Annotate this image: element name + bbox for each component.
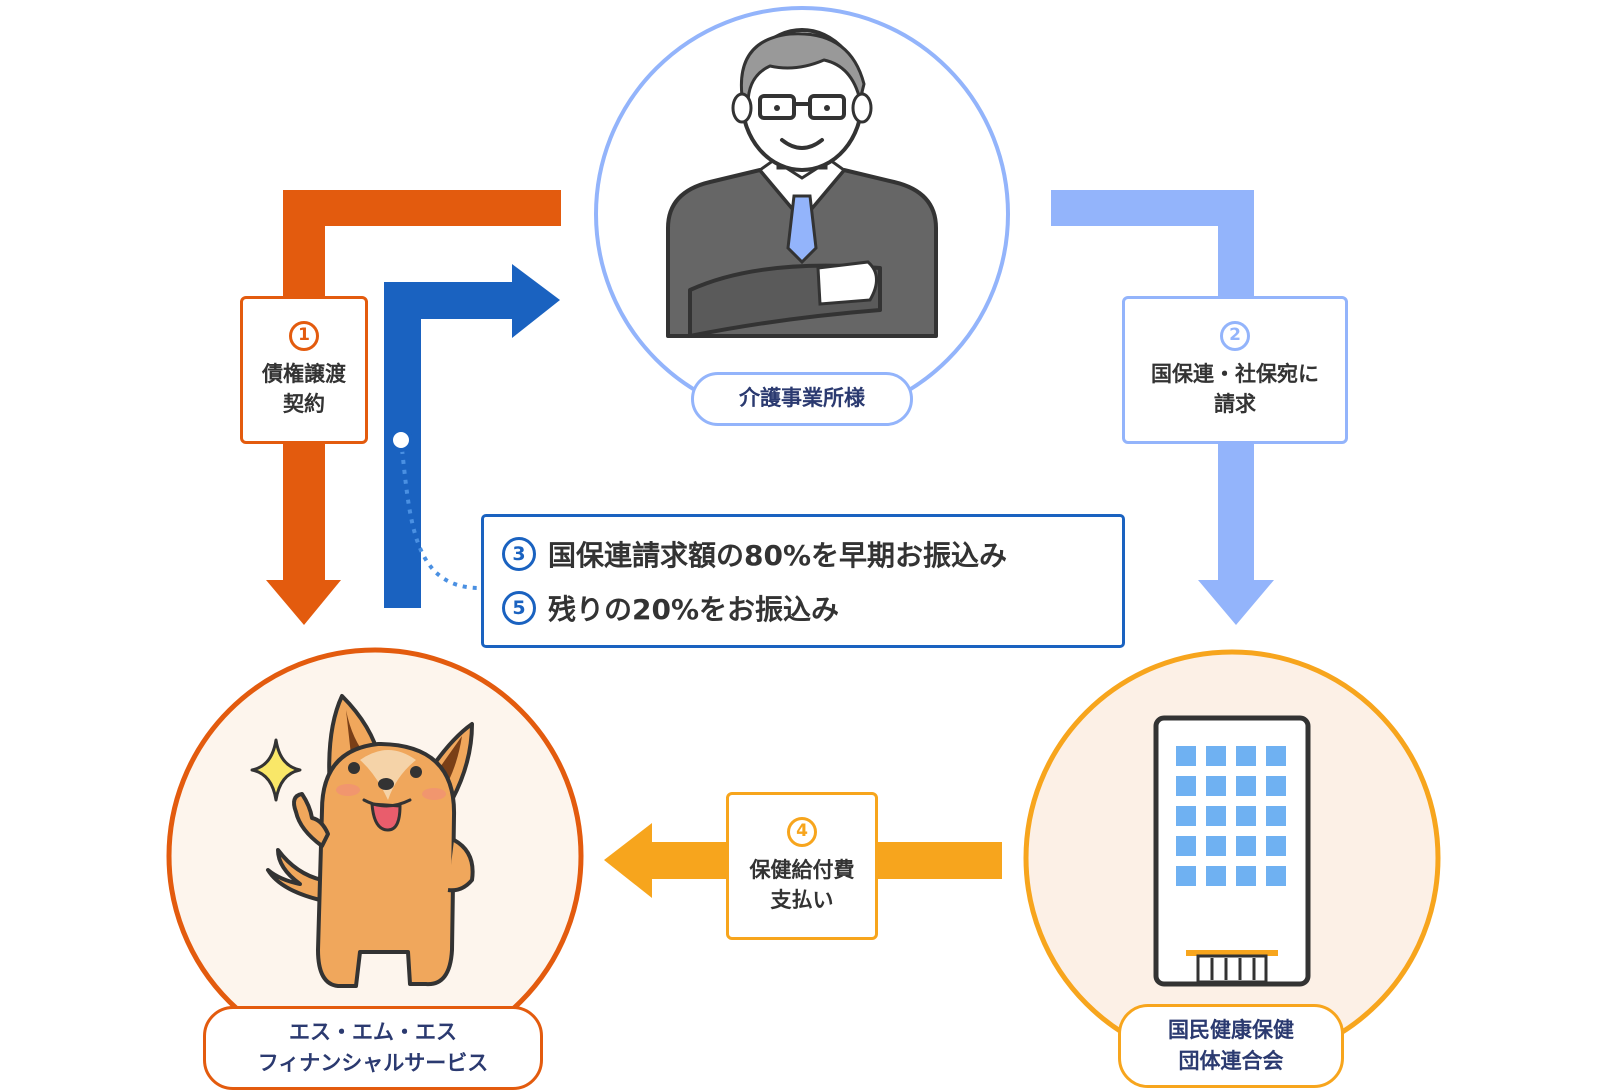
step-5-text: 残りの20%をお振込み (548, 593, 840, 626)
building-window (1206, 746, 1226, 766)
building-window (1176, 806, 1196, 826)
step-2-line2: 請求 (1214, 392, 1256, 416)
building-window (1266, 866, 1286, 886)
building-window (1176, 836, 1196, 856)
step-1-line2: 契約 (283, 392, 325, 416)
sms-label-line2: フィナンシャルサービス (257, 1051, 489, 1075)
step-4-line1: 保健給付費 (749, 857, 855, 882)
sms-label-line1: エス・エム・エス (289, 1019, 457, 1044)
step-4-label: 4 保健給付費 支払い (726, 792, 878, 940)
businessman-icon (666, 28, 938, 338)
building-window (1236, 836, 1256, 856)
step-3-text: 国保連請求額の80%を早期お振込み (548, 539, 1008, 572)
building-window (1206, 836, 1226, 856)
kokuho-label-line2: 団体連合会 (1178, 1049, 1284, 1073)
step-1-line1: 債権譲渡 (262, 361, 346, 386)
step-4-number: 4 (787, 816, 817, 847)
building-window (1236, 776, 1256, 796)
building-window (1236, 866, 1256, 886)
step-5-row: 5 残りの20%をお振込み (502, 588, 1122, 628)
building-window (1236, 806, 1256, 826)
dog-mascot-icon (266, 694, 475, 988)
building-window (1176, 776, 1196, 796)
arrow-transfer (384, 264, 560, 608)
building-window (1236, 746, 1256, 766)
sparkle-icon (250, 738, 302, 802)
step-3-number: 3 (502, 537, 536, 571)
kokuho-label: 国民健康保健 団体連合会 (1118, 1004, 1344, 1088)
building-window (1266, 806, 1286, 826)
step-1-label: 1 債権譲渡 契約 (240, 296, 368, 444)
step-2-label: 2 国保連・社保宛に 請求 (1122, 296, 1348, 444)
step-5-number: 5 (502, 591, 536, 625)
step-2-line1: 国保連・社保宛に (1151, 361, 1319, 386)
building-window (1176, 866, 1196, 886)
sms-node (166, 647, 584, 1065)
building-window (1266, 836, 1286, 856)
kokuho-node (1023, 649, 1441, 1067)
building-window (1206, 806, 1226, 826)
building-window (1206, 776, 1226, 796)
step-1-number: 1 (289, 320, 319, 351)
step-3-row: 3 国保連請求額の80%を早期お振込み (502, 534, 1122, 574)
building-window (1266, 746, 1286, 766)
step-2-number: 2 (1220, 320, 1250, 351)
sms-label: エス・エム・エス フィナンシャルサービス (203, 1006, 543, 1090)
kokuho-label-line1: 国民健康保健 (1168, 1017, 1294, 1042)
office-label: 介護事業所様 (691, 372, 913, 426)
building-window (1176, 746, 1196, 766)
building-window (1266, 776, 1286, 796)
building-icon (1153, 715, 1311, 987)
office-node (594, 6, 1010, 422)
step-4-line2: 支払い (770, 888, 834, 912)
transfer-steps-box: 3 国保連請求額の80%を早期お振込み 5 残りの20%をお振込み (481, 514, 1125, 648)
building-window (1206, 866, 1226, 886)
office-label-text: 介護事業所様 (739, 386, 865, 411)
